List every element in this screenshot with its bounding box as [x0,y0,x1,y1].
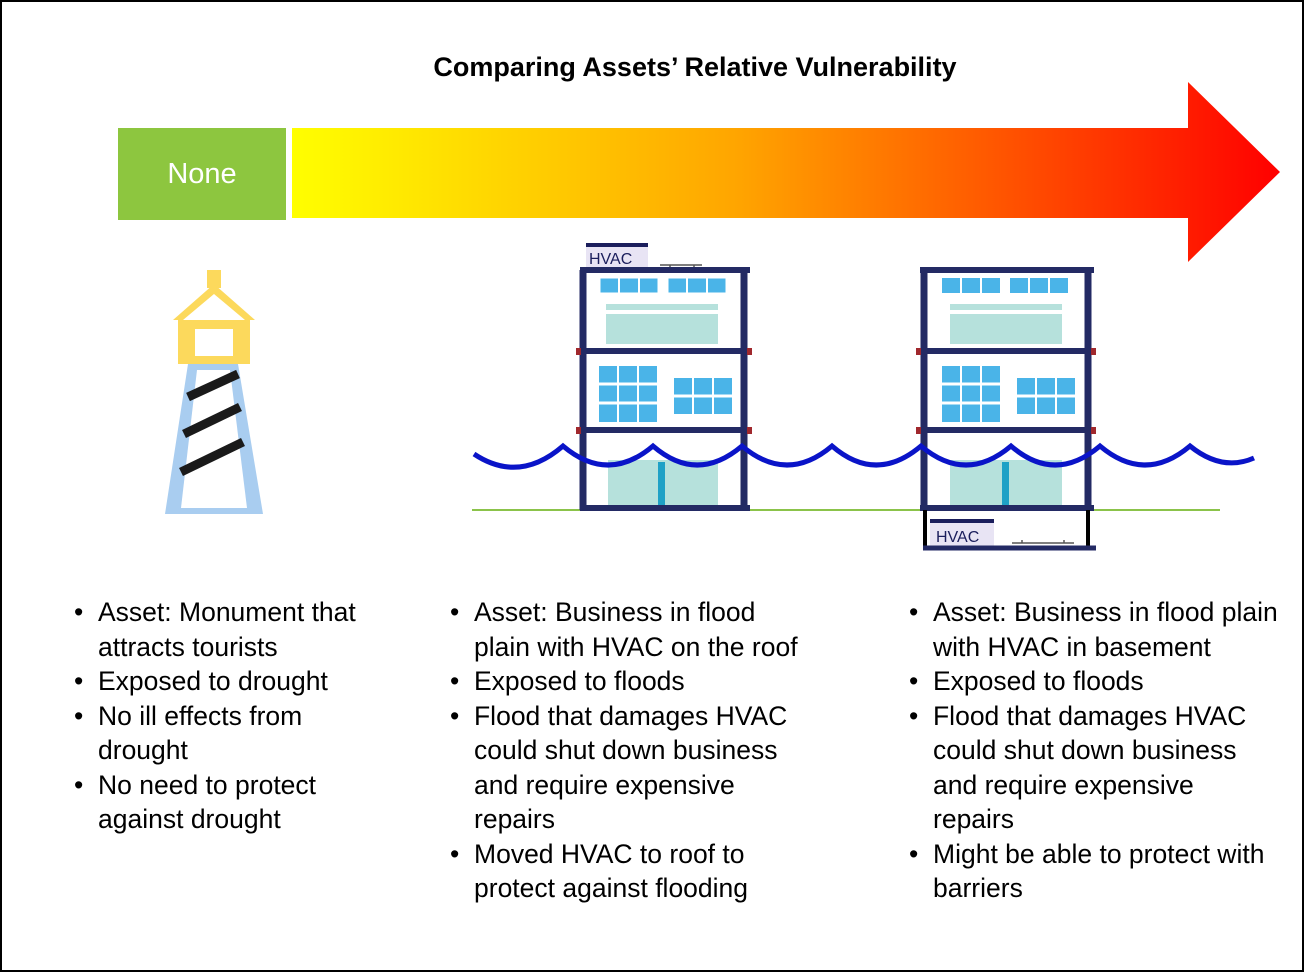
list-item: No need to protect against drought [64,768,384,837]
scale-arrow-shape [292,82,1280,262]
list-item: Moved HVAC to roof to protect against fl… [440,837,800,906]
bullet-list: Asset: Business in flood plain with HVAC… [899,595,1279,906]
roof-hvac-label: HVAC [589,251,632,268]
flood-water [472,442,1256,470]
list-item: Asset: Business in flood plain with HVAC… [440,595,800,664]
list-item: Flood that damages HVAC could shut down … [899,699,1279,837]
list-item: Exposed to floods [440,664,800,699]
list-item: No ill effects from drought [64,699,384,768]
building-roof-hvac: HVAC [576,243,752,511]
list-item: Asset: Business in flood plain with HVAC… [899,595,1279,664]
diagram-title: Comparing Assets’ Relative Vulnerability [433,52,957,82]
scale-start-box: None [118,128,286,220]
basement-hvac-label: HVAC [936,529,979,546]
scale-start-label: None [167,157,237,190]
bullet-list: Asset: Monument that attracts tourists E… [64,595,384,837]
lighthouse-icon [165,270,263,514]
asset-column-basement-hvac: Asset: Business in flood plain with HVAC… [899,595,1279,906]
list-item: Exposed to drought [64,664,384,699]
asset-column-monument: Asset: Monument that attracts tourists E… [64,595,384,837]
list-item: Asset: Monument that attracts tourists [64,595,384,664]
list-item: Might be able to protect with barriers [899,837,1279,906]
building-basement-hvac: HVAC [916,267,1096,551]
bullet-list: Asset: Business in flood plain with HVAC… [440,595,800,906]
list-item: Exposed to floods [899,664,1279,699]
list-item: Flood that damages HVAC could shut down … [440,699,800,837]
asset-column-roof-hvac: Asset: Business in flood plain with HVAC… [440,595,800,906]
